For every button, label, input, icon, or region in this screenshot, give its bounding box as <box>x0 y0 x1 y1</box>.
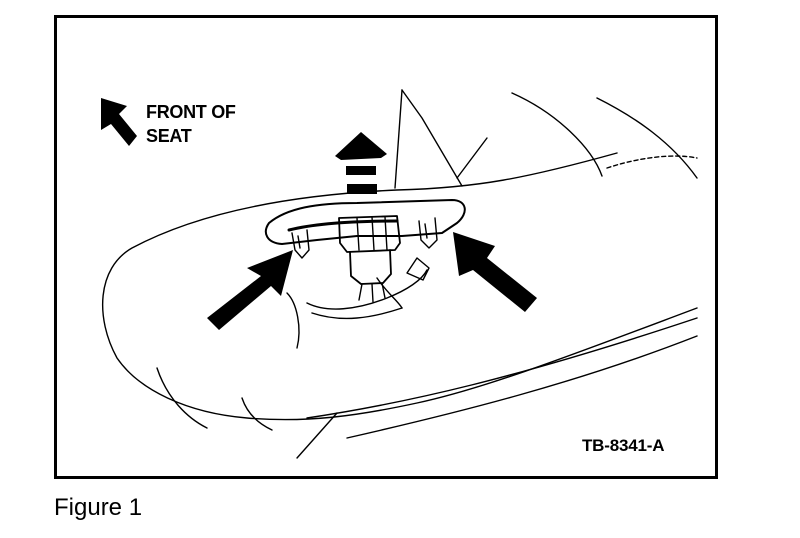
switch-connector <box>349 249 392 285</box>
seat-trim-line-3 <box>296 412 338 459</box>
connector-tab <box>406 257 430 281</box>
reference-code: TB-8341-A <box>582 436 665 455</box>
seat-illustration <box>101 89 698 459</box>
side-shield-contour <box>156 367 208 429</box>
switch-bezel <box>264 199 466 245</box>
lift-up-dash-1 <box>346 166 376 175</box>
seatback-panel-2 <box>596 97 698 179</box>
side-shield-contour-2 <box>241 397 273 431</box>
stitch-seam <box>606 155 698 169</box>
lift-up-arrowhead-icon <box>335 132 387 160</box>
front-of-seat-label: FRONT OF SEAT <box>146 100 236 148</box>
lift-up-dash-2 <box>347 184 377 194</box>
seatback-edge <box>401 89 463 187</box>
front-of-seat-label-line1: FRONT OF <box>146 102 236 122</box>
press-arrow-left-icon <box>207 250 293 330</box>
illustration-frame: FRONT OF SEAT TB-8341-A <box>54 15 718 479</box>
seat-cushion-outline <box>101 152 698 421</box>
bezel-shadow <box>287 219 399 232</box>
switch-body <box>338 215 401 253</box>
front-direction-arrow-icon <box>101 98 137 146</box>
wire-harness-2 <box>306 269 428 310</box>
seatback-edge-2 <box>394 89 403 189</box>
right-clip <box>418 217 438 249</box>
seatback-panel <box>511 92 603 177</box>
press-arrow-right-icon <box>453 232 537 312</box>
wire-harness <box>286 292 300 349</box>
front-of-seat-label-line2: SEAT <box>146 126 192 146</box>
seat-trim-line <box>306 317 698 419</box>
figure-caption: Figure 1 <box>54 494 143 521</box>
left-clip <box>291 229 310 259</box>
left-clip-inner <box>297 235 301 249</box>
wire-run <box>376 277 403 309</box>
seat-trim-line-2 <box>346 335 698 439</box>
wire-harness-3 <box>311 307 403 320</box>
seatback-fold <box>456 137 488 179</box>
switch-connector-wires <box>358 282 386 303</box>
right-clip-inner <box>424 223 428 239</box>
